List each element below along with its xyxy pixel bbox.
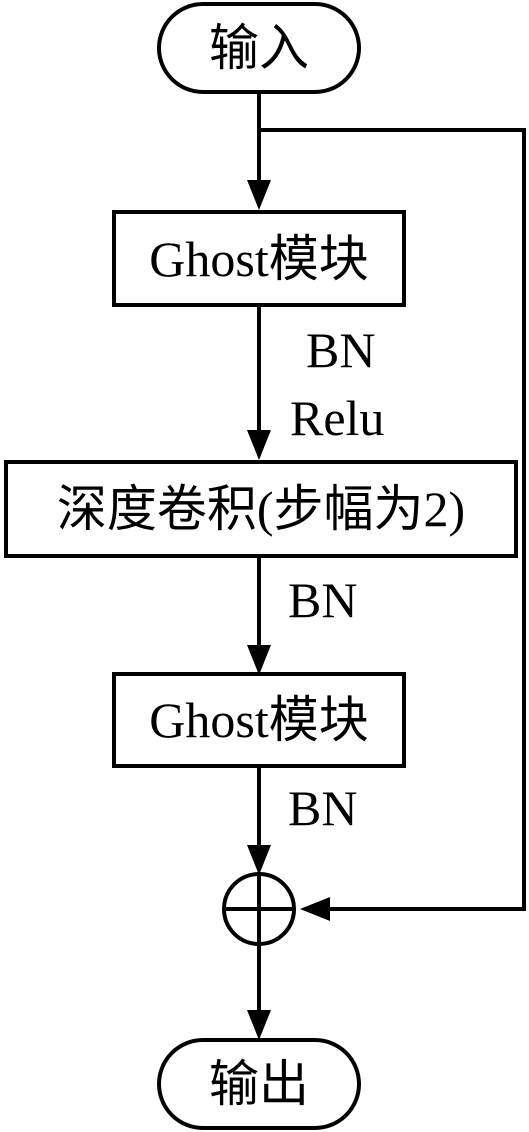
arrowhead-ghost2	[247, 645, 271, 675]
edge-label-bn-2: BN	[288, 572, 357, 628]
depthwise-conv-box	[4, 460, 518, 558]
input-node-label: 输入	[209, 20, 309, 76]
arrowhead-output	[247, 1010, 271, 1040]
edge-label-bn-3: BN	[288, 780, 357, 836]
edge-label-bn-1: BN	[306, 322, 375, 378]
ghost-module-2-label: Ghost模块	[149, 692, 368, 748]
output-node-label: 输出	[209, 1056, 309, 1112]
edge-label-relu-1: Relu	[290, 390, 384, 446]
edge-residual-shortcut	[259, 128, 526, 911]
arrowhead-ghost1	[247, 180, 271, 210]
arrowhead-sum-top	[247, 845, 271, 875]
arrowhead-depthwise	[247, 430, 271, 460]
sum-plus-icon	[222, 872, 296, 946]
ghost-module-1-label: Ghost模块	[149, 231, 368, 287]
output-node	[157, 1038, 361, 1130]
arrowhead-sum-right	[300, 897, 330, 921]
input-node	[157, 2, 361, 94]
ghost-module-1-box	[112, 210, 406, 307]
depthwise-conv-label: 深度卷积(步幅为2)	[57, 481, 465, 537]
ghost-module-2-box	[112, 672, 406, 768]
